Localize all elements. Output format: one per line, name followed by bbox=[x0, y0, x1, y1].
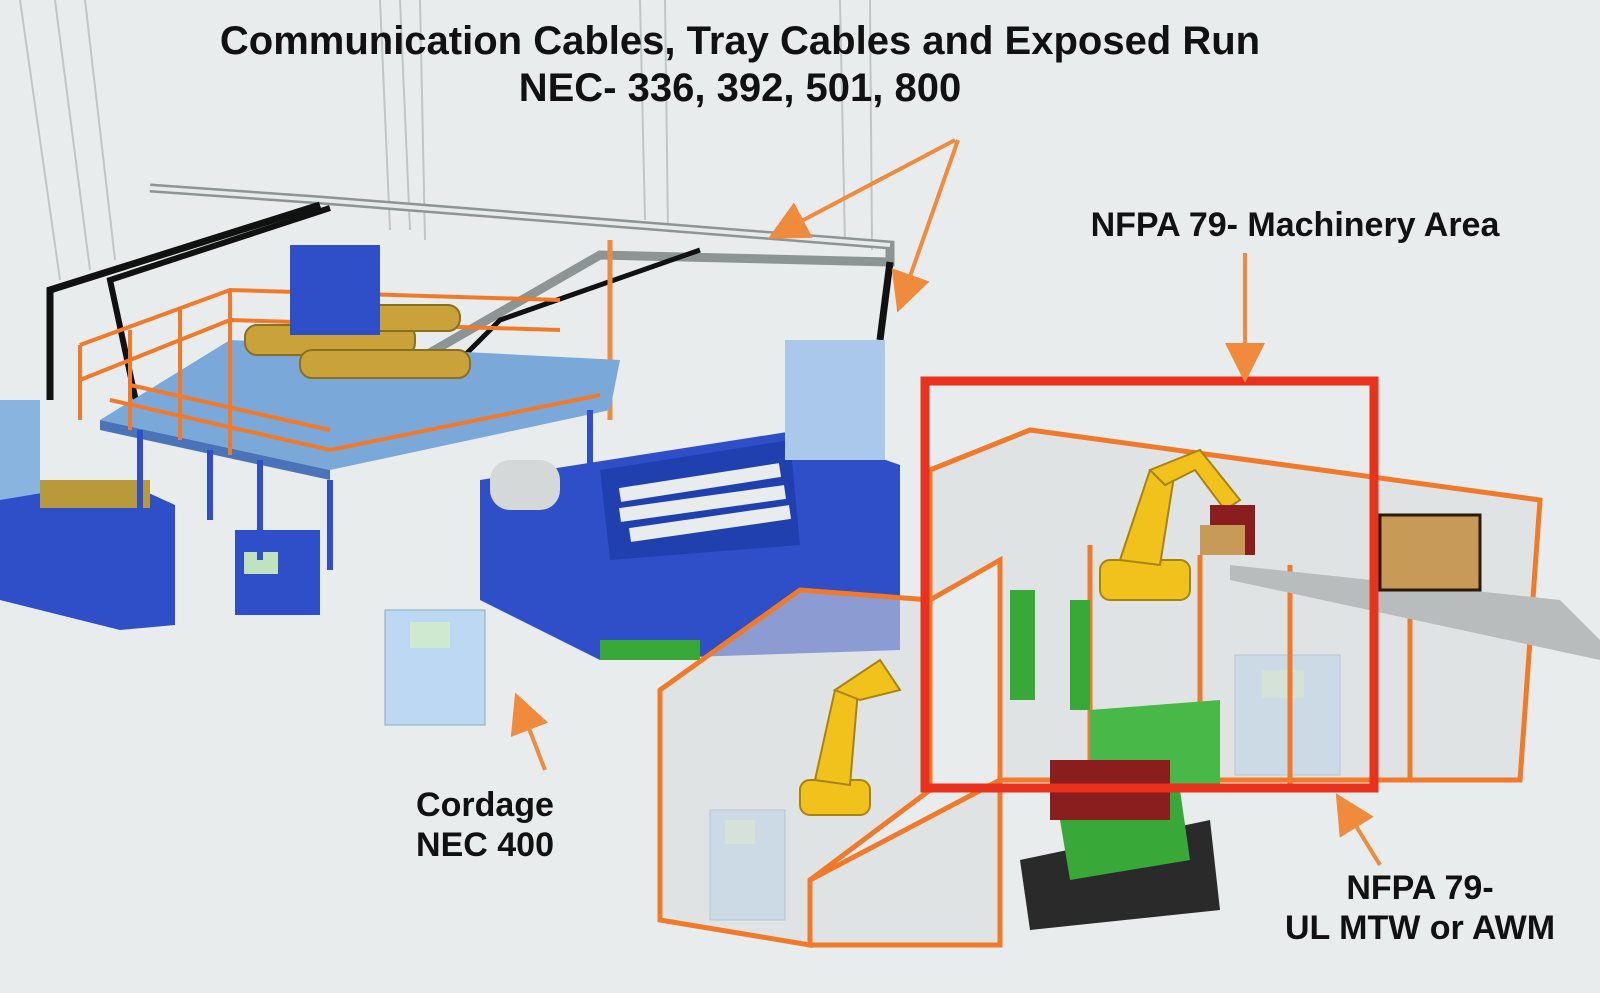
ceiling-hangers bbox=[19, 0, 873, 281]
machinery-area-title: NFPA 79- Machinery Area bbox=[1090, 206, 1500, 244]
mtw-awm-code: NFPA 79- bbox=[1346, 869, 1494, 907]
mtw-awm-label: NFPA 79- UL MTW or AWM bbox=[1270, 868, 1570, 948]
machinery-area-label: NFPA 79- Machinery Area bbox=[1060, 205, 1530, 245]
left-machine bbox=[0, 400, 320, 630]
arrow-icon bbox=[510, 138, 1382, 867]
robot-arm-icon bbox=[799, 448, 1242, 816]
mezzanine-platform bbox=[78, 245, 620, 570]
overhead-cable-tray bbox=[46, 183, 895, 421]
mtw-awm-title: UL MTW or AWM bbox=[1284, 909, 1556, 948]
cordage-code: NEC 400 bbox=[416, 826, 554, 865]
cordage-title: Cordage bbox=[416, 786, 554, 824]
communication-cables-title: Communication Cables, Tray Cables and Ex… bbox=[219, 19, 1261, 63]
machinery-area-highlight-box bbox=[920, 376, 1379, 793]
cordage-label: Cordage NEC 400 bbox=[395, 785, 575, 865]
communication-cables-codes: NEC- 336, 392, 501, 800 bbox=[518, 66, 962, 111]
communication-cables-label: Communication Cables, Tray Cables and Ex… bbox=[150, 18, 1330, 112]
pallet-conveyor bbox=[1200, 513, 1600, 660]
